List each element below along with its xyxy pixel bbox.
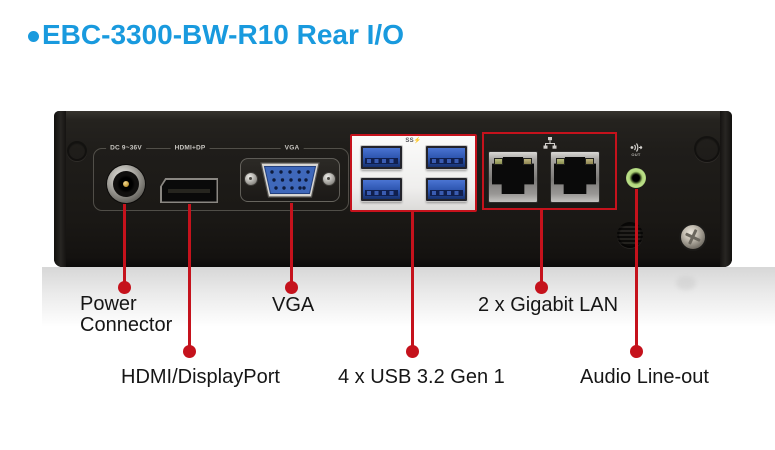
- lan-icon: [543, 136, 557, 154]
- vga-port: [240, 158, 340, 202]
- stamp-circle-right-top: [694, 136, 720, 162]
- callout-line-hdmi: [188, 204, 191, 351]
- label-usb: 4 x USB 3.2 Gen 1: [338, 366, 505, 388]
- callout-dot-audio: [630, 345, 643, 358]
- io-area-outline: [93, 148, 349, 211]
- stamp-circle-right-bottom: [617, 222, 643, 248]
- lan2-led-left: [556, 158, 565, 165]
- callout-line-audio: [635, 189, 638, 351]
- callout-dot-vga: [285, 281, 298, 294]
- usb3-logo: SS⚡: [405, 138, 422, 144]
- usb-port-2: [426, 146, 467, 169]
- table-reflection: [42, 267, 775, 327]
- chassis-screw: [679, 223, 707, 251]
- title-text: EBC-3300-BW-R10 Rear I/O: [42, 19, 404, 50]
- vga-dsub: [260, 162, 320, 198]
- usb-port-1: [361, 146, 402, 169]
- stamp-circle-left: [67, 141, 87, 161]
- audio-jack: [626, 168, 646, 188]
- callout-dot-lan: [535, 281, 548, 294]
- callout-line-power: [123, 204, 126, 287]
- device-rear-panel: DC 9~36V HDMI+DP VGA: [54, 111, 732, 267]
- title-bullet: [28, 30, 39, 42]
- label-lan: 2 x Gigabit LAN: [478, 294, 619, 316]
- usb-ports-group: SS⚡: [350, 134, 477, 212]
- audio-out-icon: OUT: [620, 142, 652, 162]
- label-hdmi-displayport: HDMI/DisplayPort: [121, 366, 280, 388]
- callout-dot-usb: [406, 345, 419, 358]
- audio-out-text: OUT: [631, 152, 641, 157]
- lan-port-1: [488, 151, 538, 203]
- chassis-left-edge: [54, 111, 66, 267]
- lan-ports-group: [482, 132, 617, 210]
- callout-dot-hdmi: [183, 345, 196, 358]
- lan1-led-left: [494, 158, 503, 165]
- usb-port-4: [426, 178, 467, 201]
- silkscreen-hdmi-dp: HDMI+DP: [170, 144, 210, 152]
- usb-port-3: [361, 178, 402, 201]
- vga-screw-right: [322, 172, 336, 186]
- callout-line-lan: [540, 210, 543, 287]
- label-audio: Audio Line-out: [580, 366, 709, 388]
- callout-line-usb: [411, 212, 414, 351]
- silkscreen-dc-power: DC 9~36V: [106, 144, 146, 152]
- displayport-port: [160, 178, 218, 203]
- label-vga: VGA: [272, 294, 315, 316]
- silkscreen-vga: VGA: [280, 144, 304, 152]
- page-title: EBC-3300-BW-R10 Rear I/O: [28, 19, 404, 50]
- lan2-led-right: [585, 158, 594, 165]
- chassis-right-edge: [720, 111, 732, 267]
- callout-line-vga: [290, 203, 293, 287]
- power-jack: [107, 165, 145, 203]
- callout-dot-power: [118, 281, 131, 294]
- screw-reflection-ghost: [676, 276, 696, 290]
- lan-port-2: [550, 151, 600, 203]
- lan1-led-right: [523, 158, 532, 165]
- vga-screw-left: [244, 172, 258, 186]
- label-power-connector: Power Connector: [80, 293, 173, 336]
